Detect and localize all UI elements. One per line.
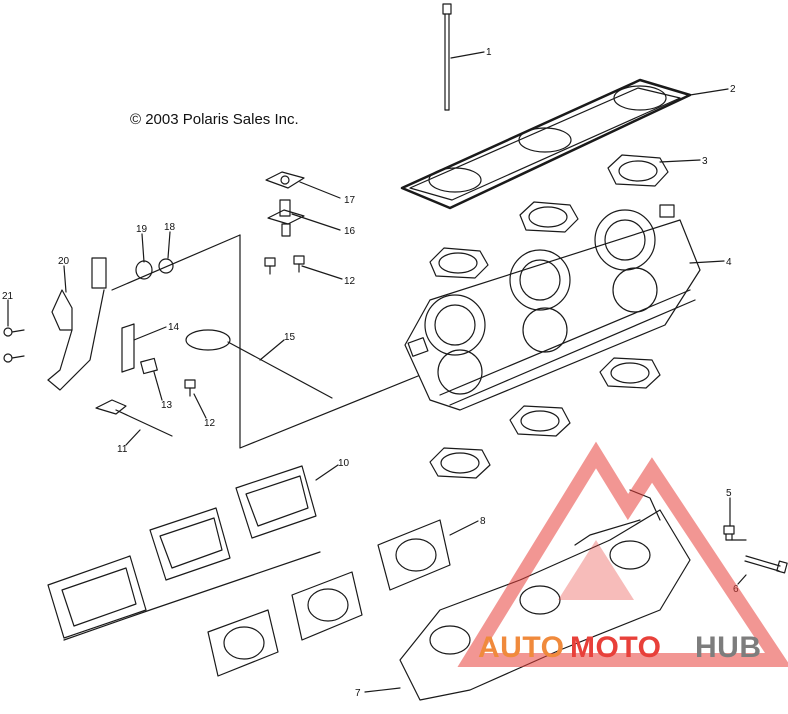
leader-lines [7,51,747,693]
part-16-fitting [267,199,305,237]
callout-1: 1 [486,47,492,58]
callout-15: 15 [284,332,296,343]
part-6-bolt [744,555,788,574]
watermark-text-auto: AUTO [478,631,564,664]
part-14-hose [121,323,135,373]
part-13-fitting [140,357,158,375]
part-8-intake-boots [207,519,451,677]
callout-12b: 12 [204,418,216,429]
part-4-carburetor-assembly [404,204,701,411]
callout-10: 10 [338,458,350,469]
callout-8: 8 [480,516,486,527]
callout-16: 16 [344,226,356,237]
part-21-bolts [3,327,25,363]
callout-11: 11 [117,444,128,455]
part-15-cable [185,329,333,399]
callout-4: 4 [726,257,732,268]
watermark-logo: AUTO MOTO HUB [457,441,788,667]
callout-labels: 1 2 3 4 5 6 7 8 10 11 12 12 13 14 15 16 … [2,47,739,699]
callout-14: 14 [168,322,180,333]
callout-7: 7 [355,688,361,699]
callout-18: 18 [164,222,176,233]
watermark-text-hub: HUB [695,631,762,664]
part-3-gaskets [429,154,669,479]
callout-3: 3 [702,156,708,167]
part-12-small-bolts [184,255,305,397]
callout-20: 20 [58,256,70,267]
callout-5: 5 [726,488,732,499]
part-11-gasket-link [95,399,173,437]
part-5-bolt [723,525,747,541]
callout-13: 13 [161,400,173,411]
callout-17: 17 [344,195,356,206]
callout-12a: 12 [344,276,356,287]
callout-19: 19 [136,224,148,235]
watermark-text-moto: MOTO [570,631,661,664]
part-7-intake-manifold [399,489,691,701]
callout-2: 2 [730,84,736,95]
copyright-text: © 2003 Polaris Sales Inc. [130,111,299,128]
part-20-sensor [47,257,107,391]
callout-21: 21 [2,291,14,302]
part-1-bolt [442,3,452,111]
part-18-clamp [158,258,174,274]
bracket-lines [111,234,419,449]
part-10-reed-valves [47,465,321,641]
part-17-gasket [265,171,305,189]
